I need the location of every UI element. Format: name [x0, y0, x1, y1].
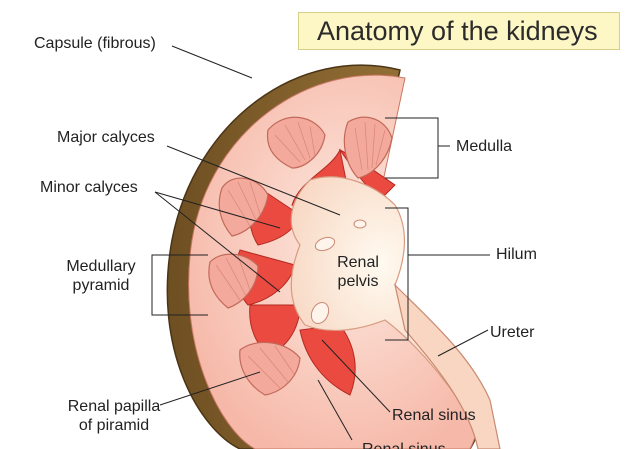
label-capsule: Capsule (fibrous) [34, 35, 156, 52]
pyramid-striations [215, 121, 386, 389]
sinus-vessels [310, 219, 367, 325]
ureter-shape [393, 283, 501, 449]
label-medullary-pyramid: Medullary pyramid [56, 257, 146, 295]
label-renal-papilla-line1: Renal papilla [67, 398, 161, 415]
label-renal-papilla: Renal papilla of piramid [60, 397, 168, 435]
label-medulla: Medulla [456, 138, 513, 155]
label-ureter: Ureter [490, 324, 535, 341]
leader-lines [151, 45, 490, 441]
diagram-title: Anatomy of the kidneys [317, 16, 598, 46]
label-medullary-pyramid-line1: Medullary [66, 258, 136, 275]
label-major-calyces: Major calyces [57, 129, 155, 146]
label-renal-pelvis-line2: pelvis [337, 273, 379, 290]
title-box: Anatomy of the kidneys [298, 12, 620, 50]
label-renal-papilla-line2: of piramid [78, 417, 150, 434]
label-hilum: Hilum [496, 246, 537, 263]
label-minor-calyces: Minor calyces [40, 179, 138, 196]
label-medullary-pyramid-line2: pyramid [72, 277, 130, 294]
label-renal-sinus: Renal sinus [392, 407, 476, 424]
label-cut-off: Renal sinus [362, 440, 446, 449]
label-renal-pelvis: Renal pelvis [328, 253, 388, 291]
label-renal-pelvis-line1: Renal [337, 254, 379, 271]
